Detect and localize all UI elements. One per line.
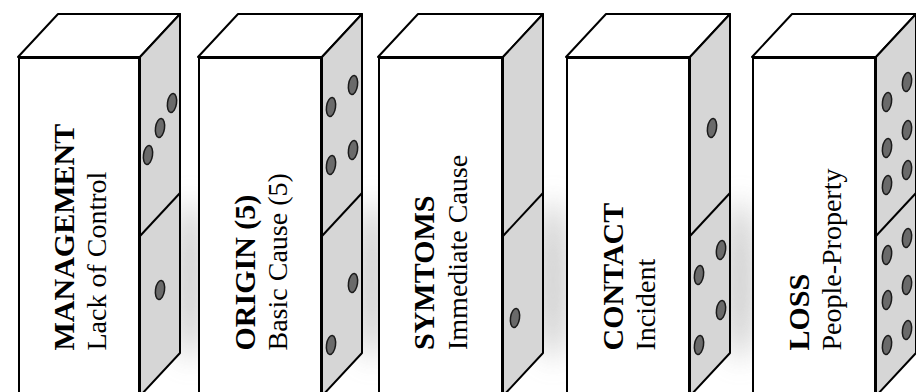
- domino-divider: [322, 193, 362, 236]
- domino-heading: ORIGIN (5): [227, 194, 262, 350]
- domino-pip: [881, 175, 893, 195]
- domino-pip: [881, 290, 893, 310]
- domino-label: Immediate Cause: [442, 155, 474, 350]
- domino-side: [140, 14, 180, 392]
- domino-body: [18, 14, 180, 392]
- domino-face: LOSSPeople-Property: [752, 57, 876, 392]
- domino-divider: [140, 193, 180, 236]
- domino-pip: [706, 118, 718, 138]
- domino-heading: CONTACT: [595, 202, 630, 350]
- domino-pip: [715, 300, 727, 320]
- domino-pip: [693, 335, 705, 355]
- domino-pip: [509, 308, 521, 328]
- domino-label: Basic Cause (5): [261, 173, 293, 350]
- domino-label: People-Property: [815, 168, 847, 350]
- text-column: CONTACTIncident: [568, 59, 688, 392]
- domino-face: ORIGIN (5)Basic Cause (5): [198, 57, 322, 392]
- domino-body: [378, 14, 543, 392]
- domino-pip: [901, 72, 913, 92]
- domino-pip: [154, 280, 166, 300]
- domino-heading: MANAGEMENT: [46, 123, 81, 350]
- domino-body: [198, 14, 362, 392]
- domino-pip: [715, 240, 727, 260]
- domino-pip: [881, 92, 893, 112]
- domino-pip: [325, 97, 337, 117]
- text-column: MANAGEMENTLack of Control: [20, 59, 138, 392]
- domino-pip: [901, 160, 913, 180]
- domino-face: MANAGEMENTLack of Control: [18, 57, 140, 392]
- domino-face: CONTACTIncident: [566, 57, 690, 392]
- text-column: ORIGIN (5)Basic Cause (5): [200, 59, 320, 392]
- domino-pip: [901, 275, 913, 295]
- domino-pip: [142, 145, 154, 165]
- domino-side: [690, 14, 730, 392]
- domino-pip: [347, 273, 359, 293]
- domino-divider: [503, 193, 543, 236]
- domino-side: [322, 14, 362, 392]
- domino-pip: [325, 155, 337, 175]
- domino-pip: [347, 75, 359, 95]
- domino-pip: [693, 265, 705, 285]
- text-column: SYMTOMSImmediate Cause: [380, 59, 501, 392]
- domino-side: [876, 14, 916, 392]
- domino-pip: [901, 120, 913, 140]
- domino-label: Incident: [629, 258, 661, 350]
- domino-body: [752, 14, 916, 392]
- text-column: LOSSPeople-Property: [754, 59, 874, 392]
- domino-pip: [347, 140, 359, 160]
- domino-pip: [325, 335, 337, 355]
- domino-label: Lack of Control: [80, 171, 112, 350]
- domino-heading: SYMTOMS: [407, 196, 442, 350]
- domino-pip: [881, 138, 893, 158]
- domino-divider: [690, 193, 730, 236]
- domino-side: [503, 14, 543, 392]
- domino-face: SYMTOMSImmediate Cause: [378, 57, 503, 392]
- domino-pip: [881, 335, 893, 355]
- domino-pip: [881, 245, 893, 265]
- domino-pip: [901, 320, 913, 340]
- domino-heading: LOSS: [781, 273, 816, 350]
- domino-pip: [154, 118, 166, 138]
- domino-pip: [901, 228, 913, 248]
- domino-pip: [166, 93, 178, 113]
- domino-body: [566, 14, 730, 392]
